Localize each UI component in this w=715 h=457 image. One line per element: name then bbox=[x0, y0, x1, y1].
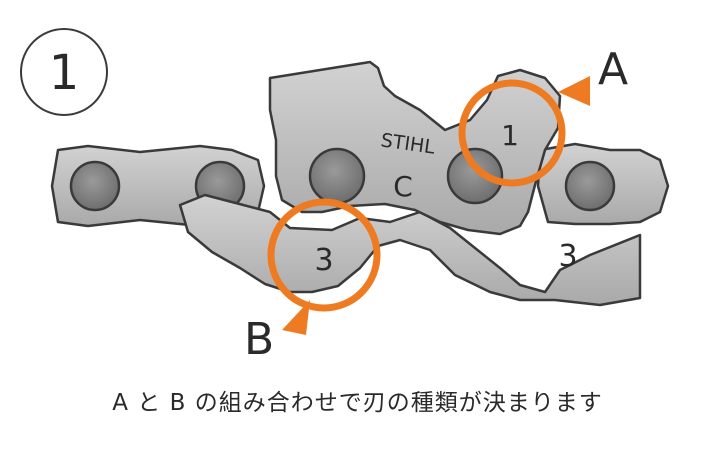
tooth-number-b: 3 bbox=[314, 243, 333, 278]
chain-type-letter: C bbox=[393, 170, 413, 203]
rivet-cutter-2 bbox=[446, 147, 504, 205]
right-side-link bbox=[536, 142, 670, 226]
highlight-circle-a bbox=[458, 79, 566, 187]
marker-b-label: B bbox=[244, 314, 275, 365]
rivet-left-1 bbox=[69, 160, 121, 212]
rivet-right bbox=[564, 160, 616, 212]
highlight-circle-b bbox=[267, 198, 381, 312]
pointer-b-icon bbox=[282, 300, 310, 335]
caption: A と B の組み合わせで刃の種類が決まります bbox=[112, 390, 603, 416]
drive-link bbox=[178, 193, 642, 307]
tooth-number-a: 1 bbox=[501, 119, 519, 152]
marker-a-label: A bbox=[598, 44, 629, 95]
cutter-link: STIHL C 1 bbox=[268, 60, 562, 236]
pointer-a-icon bbox=[558, 76, 590, 106]
step-badge: 1 bbox=[20, 28, 108, 116]
tooth-number-right: 3 bbox=[558, 239, 577, 274]
step-number: 1 bbox=[48, 45, 80, 101]
rivet-cutter-1 bbox=[308, 147, 366, 205]
